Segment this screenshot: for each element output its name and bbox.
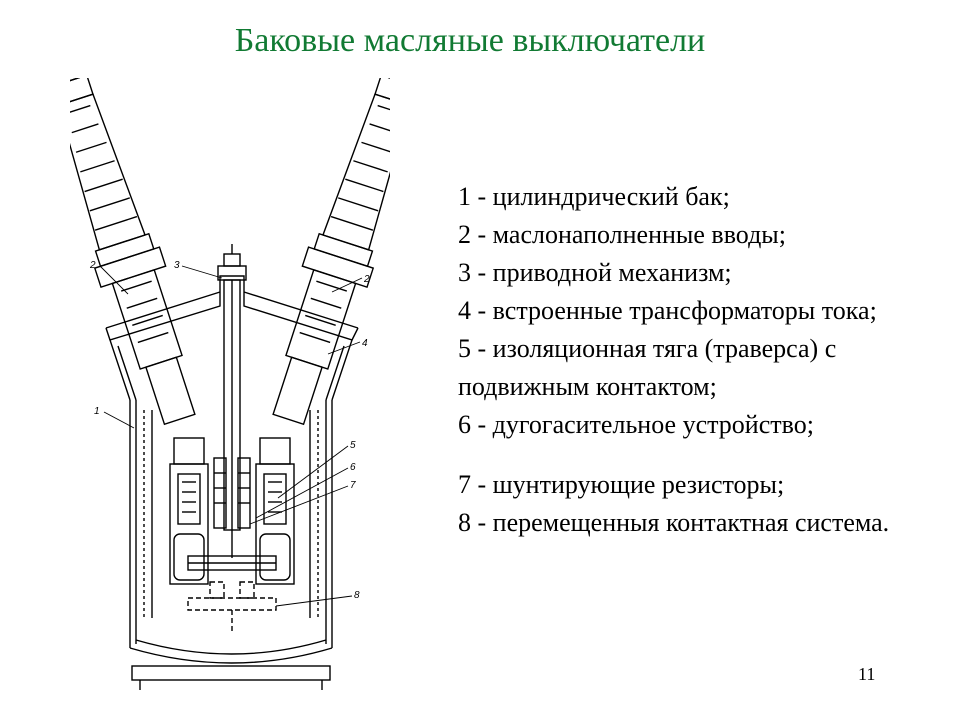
legend-item: 3 - приводной механизм; <box>458 258 732 287</box>
callout-5: 5 <box>350 440 356 451</box>
arc-quenching-devices <box>169 437 295 585</box>
legend-item: 5 - изоляционная тяга (траверса) с подви… <box>458 334 837 401</box>
callout-2-right: 2 <box>363 274 370 285</box>
page-number: 11 <box>858 664 876 684</box>
legend-item: 4 - встроенные трансформаторы тока; <box>458 296 877 325</box>
slide-title: Баковые масляные выключатели <box>234 22 706 59</box>
callout-4: 4 <box>362 338 368 349</box>
callout-8: 8 <box>354 590 360 601</box>
legend-item: 7 - шунтирующие резисторы; <box>458 470 785 499</box>
legend-item: 6 - дугогасительное устройство; <box>458 410 814 439</box>
legend-item: 2 - маслонаполненные вводы; <box>458 220 786 249</box>
tank <box>129 400 333 690</box>
right-bushing <box>272 78 390 426</box>
drive-mechanism <box>217 244 247 558</box>
shunt-resistors <box>213 457 251 529</box>
legend: 1 - цилиндрический бак; 2 - маслонаполне… <box>458 178 928 542</box>
callout-3: 3 <box>174 260 180 271</box>
callout-6: 6 <box>350 462 356 473</box>
legend-item: 1 - цилиндрический бак; <box>458 182 730 211</box>
callout-1: 1 <box>94 406 100 417</box>
callout-2-left: 2 <box>89 260 96 271</box>
left-bushing <box>70 78 196 426</box>
breaker-diagram: 1 2 2 3 4 5 6 7 8 <box>70 78 390 690</box>
legend-item: 8 - перемещенныя контактная система. <box>458 508 890 537</box>
traverse <box>187 555 277 571</box>
callout-7: 7 <box>350 480 356 491</box>
displaced-contact-system <box>187 581 277 634</box>
leader-lines <box>99 265 363 607</box>
tank-cover <box>105 275 359 401</box>
